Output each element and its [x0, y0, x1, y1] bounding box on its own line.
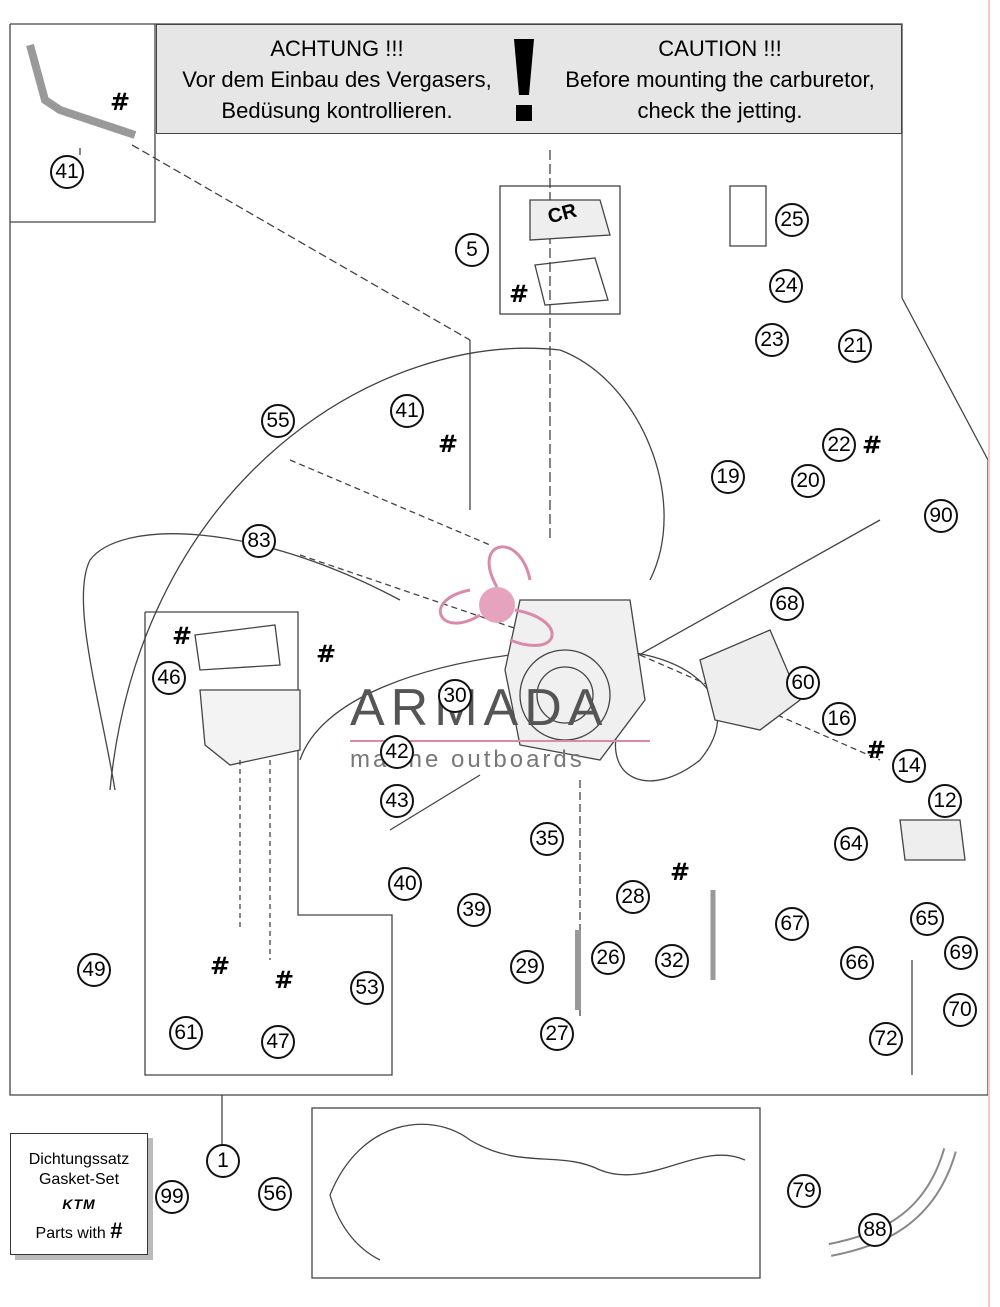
callout-41-top[interactable]: 41 [50, 155, 84, 189]
callout-39[interactable]: 39 [457, 893, 491, 927]
callout-22[interactable]: 22 [822, 428, 856, 462]
watermark-brand: ARMADA [350, 679, 609, 737]
callout-43[interactable]: 43 [380, 784, 414, 818]
gasket-set-title-en: Gasket-Set [38, 1171, 120, 1188]
callout-79[interactable]: 79 [787, 1174, 821, 1208]
callout-83[interactable]: 83 [242, 524, 276, 558]
callout-72[interactable]: 72 [869, 1022, 903, 1056]
callout-41-mid[interactable]: 41 [390, 394, 424, 428]
hash-marker: # [862, 431, 883, 459]
warning-german-line2: Bedüsung kontrollieren. [221, 98, 453, 123]
callout-32[interactable]: 32 [655, 944, 689, 978]
parts-with-symbol: # [110, 1218, 123, 1243]
callout-49[interactable]: 49 [77, 953, 111, 987]
callout-35[interactable]: 35 [530, 822, 564, 856]
callout-1[interactable]: 1 [206, 1144, 240, 1178]
warning-german-line1: Vor dem Einbau des Vergasers, [182, 67, 492, 92]
margin-line [988, 0, 990, 1307]
callout-53[interactable]: 53 [350, 971, 384, 1005]
hash-marker: # [110, 88, 131, 116]
gasket-set-box: Dichtungssatz Gasket-Set KTM Parts with … [10, 1133, 148, 1255]
callout-88[interactable]: 88 [858, 1213, 892, 1247]
hash-marker: # [438, 430, 459, 458]
callout-61[interactable]: 61 [169, 1016, 203, 1050]
callout-14[interactable]: 14 [892, 749, 926, 783]
warning-english-line1: Before mounting the carburetor, [565, 67, 875, 92]
callout-69[interactable]: 69 [944, 936, 978, 970]
callout-99[interactable]: 99 [155, 1180, 189, 1214]
gasket-set-parts-note: Parts with # [11, 1218, 147, 1244]
callout-24[interactable]: 24 [769, 269, 803, 303]
exclamation-icon [514, 39, 534, 121]
hash-marker: # [274, 966, 295, 994]
hash-marker: # [509, 280, 530, 308]
warning-banner: ACHTUNG !!! Vor dem Einbau des Vergasers… [156, 24, 902, 134]
callout-27[interactable]: 27 [540, 1017, 574, 1051]
callout-65[interactable]: 65 [910, 902, 944, 936]
warning-english-line2: check the jetting. [637, 98, 803, 123]
callout-20[interactable]: 20 [791, 464, 825, 498]
warning-german-title: ACHTUNG !!! [270, 36, 404, 61]
hash-marker: # [670, 858, 691, 886]
warning-english: CAUTION !!! Before mounting the carburet… [537, 33, 903, 126]
callout-47[interactable]: 47 [261, 1025, 295, 1059]
callout-16[interactable]: 16 [822, 702, 856, 736]
callout-28[interactable]: 28 [616, 880, 650, 914]
callout-64[interactable]: 64 [834, 827, 868, 861]
callout-46[interactable]: 46 [152, 661, 186, 695]
callout-68[interactable]: 68 [770, 587, 804, 621]
callout-30[interactable]: 30 [438, 679, 472, 713]
callout-29[interactable]: 29 [510, 950, 544, 984]
callout-40[interactable]: 40 [388, 867, 422, 901]
gasket-set-title-de: Dichtungssatz [28, 1151, 130, 1168]
hash-marker: # [866, 736, 887, 764]
hash-marker: # [210, 952, 231, 980]
watermark-underline [350, 740, 650, 742]
ktm-logo: KTM [62, 1196, 96, 1212]
callout-55[interactable]: 55 [261, 404, 295, 438]
callout-26[interactable]: 26 [591, 941, 625, 975]
callout-60[interactable]: 60 [786, 666, 820, 700]
callout-90[interactable]: 90 [924, 499, 958, 533]
callout-21[interactable]: 21 [838, 329, 872, 363]
callout-67[interactable]: 67 [775, 907, 809, 941]
hash-marker: # [316, 640, 337, 668]
warning-german: ACHTUNG !!! Vor dem Einbau des Vergasers… [157, 33, 517, 126]
parts-with-label: Parts with [35, 1225, 106, 1242]
callout-19[interactable]: 19 [711, 460, 745, 494]
callout-12[interactable]: 12 [928, 784, 962, 818]
hash-marker: # [172, 622, 193, 650]
warning-english-title: CAUTION !!! [658, 36, 782, 61]
callout-42[interactable]: 42 [380, 735, 414, 769]
callout-56[interactable]: 56 [258, 1177, 292, 1211]
callout-23[interactable]: 23 [755, 323, 789, 357]
callout-70[interactable]: 70 [943, 993, 977, 1027]
callout-5[interactable]: 5 [455, 233, 489, 267]
callout-66[interactable]: 66 [840, 946, 874, 980]
callout-25[interactable]: 25 [775, 203, 809, 237]
